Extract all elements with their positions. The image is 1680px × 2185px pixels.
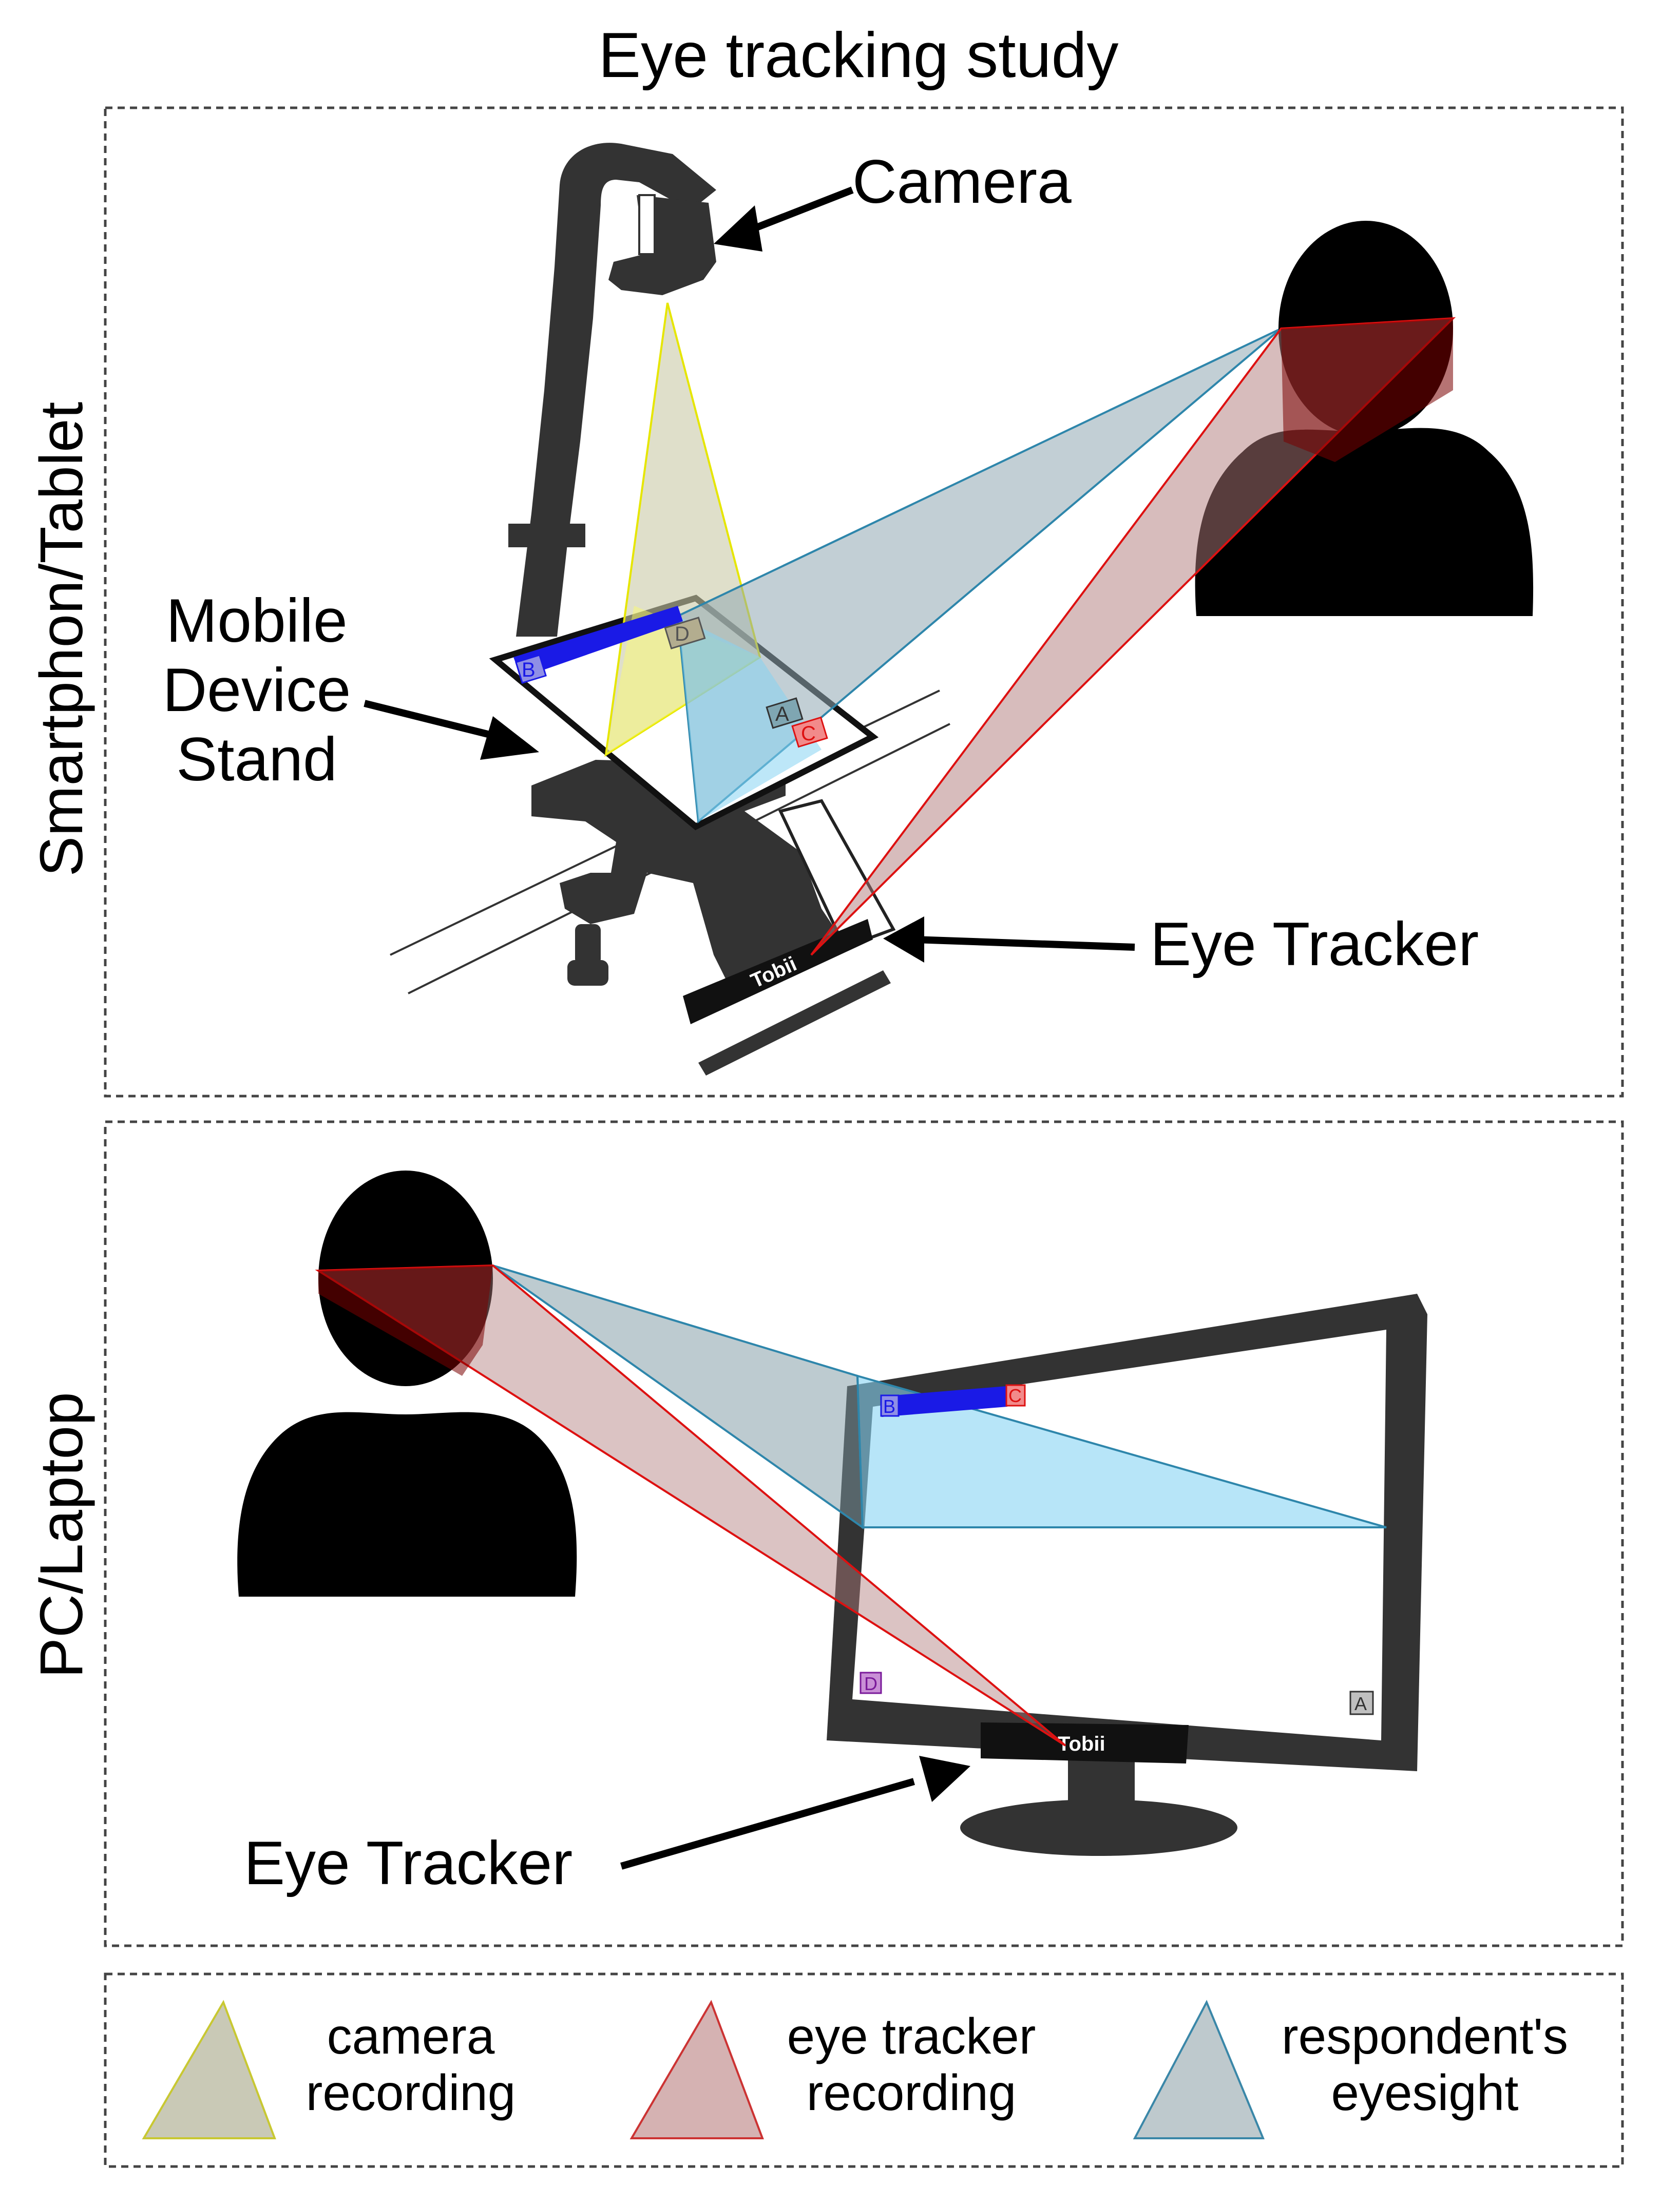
- camera-head: [608, 195, 716, 295]
- legend-tracker-line2: recording: [807, 2064, 1017, 2121]
- pc-tracker-brand: Tobii: [1058, 1733, 1105, 1755]
- svg-text:B: B: [883, 1396, 895, 1417]
- legend-eyesight: respondent's eyesight: [1133, 2000, 1568, 2139]
- pc-tag-b: B: [880, 1394, 900, 1417]
- camera-card: [638, 194, 656, 255]
- stand-arrow: [364, 700, 539, 760]
- legend-tracker-recording: eye tracker recording: [629, 2000, 1036, 2139]
- legend-camera-swatch: [142, 2000, 276, 2139]
- stand-knob: [508, 524, 585, 547]
- tablet-tag-a: A: [766, 697, 804, 729]
- stand-base: [531, 760, 842, 996]
- monitor-foot: [960, 1799, 1237, 1856]
- pc-tag-c: C: [1005, 1384, 1026, 1407]
- tablet-tag-c: C: [791, 716, 828, 748]
- pc-eye-tracker: [981, 1722, 1189, 1764]
- stand-label-line-3: Stand: [176, 725, 337, 794]
- mobile-tracker-face-region: [1281, 318, 1453, 462]
- legend-panel: [104, 1972, 1624, 2168]
- mobile-eyesight-footprint: [678, 616, 822, 821]
- mobile-panel: [104, 106, 1624, 1098]
- pc-tag-d: D: [860, 1672, 882, 1694]
- legend-eyesight-line2: eyesight: [1331, 2064, 1518, 2121]
- pc-eyesight-footprint: [856, 1374, 1387, 1528]
- svg-text:A: A: [1354, 1693, 1367, 1714]
- mobile-eye-tracker-bracket: [698, 970, 891, 1076]
- pc-panel: [104, 1120, 1624, 1947]
- stand-arm: [516, 143, 716, 637]
- svg-text:B: B: [522, 659, 536, 681]
- svg-text:C: C: [1008, 1385, 1022, 1406]
- legend-tracker-line1: eye tracker: [787, 2008, 1036, 2064]
- legend-camera-line1: camera: [327, 2008, 495, 2064]
- diagram-title: Eye tracking study: [598, 20, 1118, 91]
- svg-text:C: C: [801, 722, 816, 745]
- legend-eyesight-swatch: [1133, 2000, 1265, 2139]
- clamp-foot: [567, 960, 608, 986]
- pc-side-label: PC/Laptop: [28, 1392, 96, 1678]
- pc-highlight-bar: [881, 1386, 1007, 1417]
- pc-eye-tracker-arrow: [620, 1756, 970, 1870]
- stand-label-line-2: Device: [163, 656, 351, 724]
- mobile-eye-tracker: [683, 919, 873, 1024]
- svg-text:A: A: [775, 703, 789, 725]
- pc-tracker-face-region: [318, 1266, 493, 1376]
- camera-arrow: [714, 186, 854, 252]
- pc-tag-a: A: [1349, 1691, 1374, 1715]
- svg-text:D: D: [675, 623, 690, 645]
- clamp-screw: [575, 924, 601, 965]
- mobile-eye-tracker-label: Eye Tracker: [1150, 910, 1479, 979]
- legend-camera-recording: camera recording: [142, 2000, 516, 2139]
- legend-tracker-swatch: [629, 2000, 764, 2139]
- stand-label-line-1: Mobile: [166, 586, 348, 655]
- tablet-tag-b: B: [515, 654, 547, 684]
- mobile-eye-tracker-arrow: [883, 916, 1135, 963]
- legend-eyesight-line1: respondent's: [1282, 2008, 1568, 2064]
- mobile-side-label: Smartphon/Tablet: [28, 402, 96, 877]
- tablet-highlight-bar: [513, 606, 683, 678]
- tablet-tag-d: D: [664, 617, 706, 649]
- camera-label: Camera: [852, 147, 1072, 216]
- tracker-mount-outline: [778, 799, 896, 949]
- pc-eye-tracker-label: Eye Tracker: [244, 1829, 572, 1897]
- svg-text:D: D: [864, 1673, 877, 1694]
- legend-camera-line2: recording: [306, 2064, 516, 2121]
